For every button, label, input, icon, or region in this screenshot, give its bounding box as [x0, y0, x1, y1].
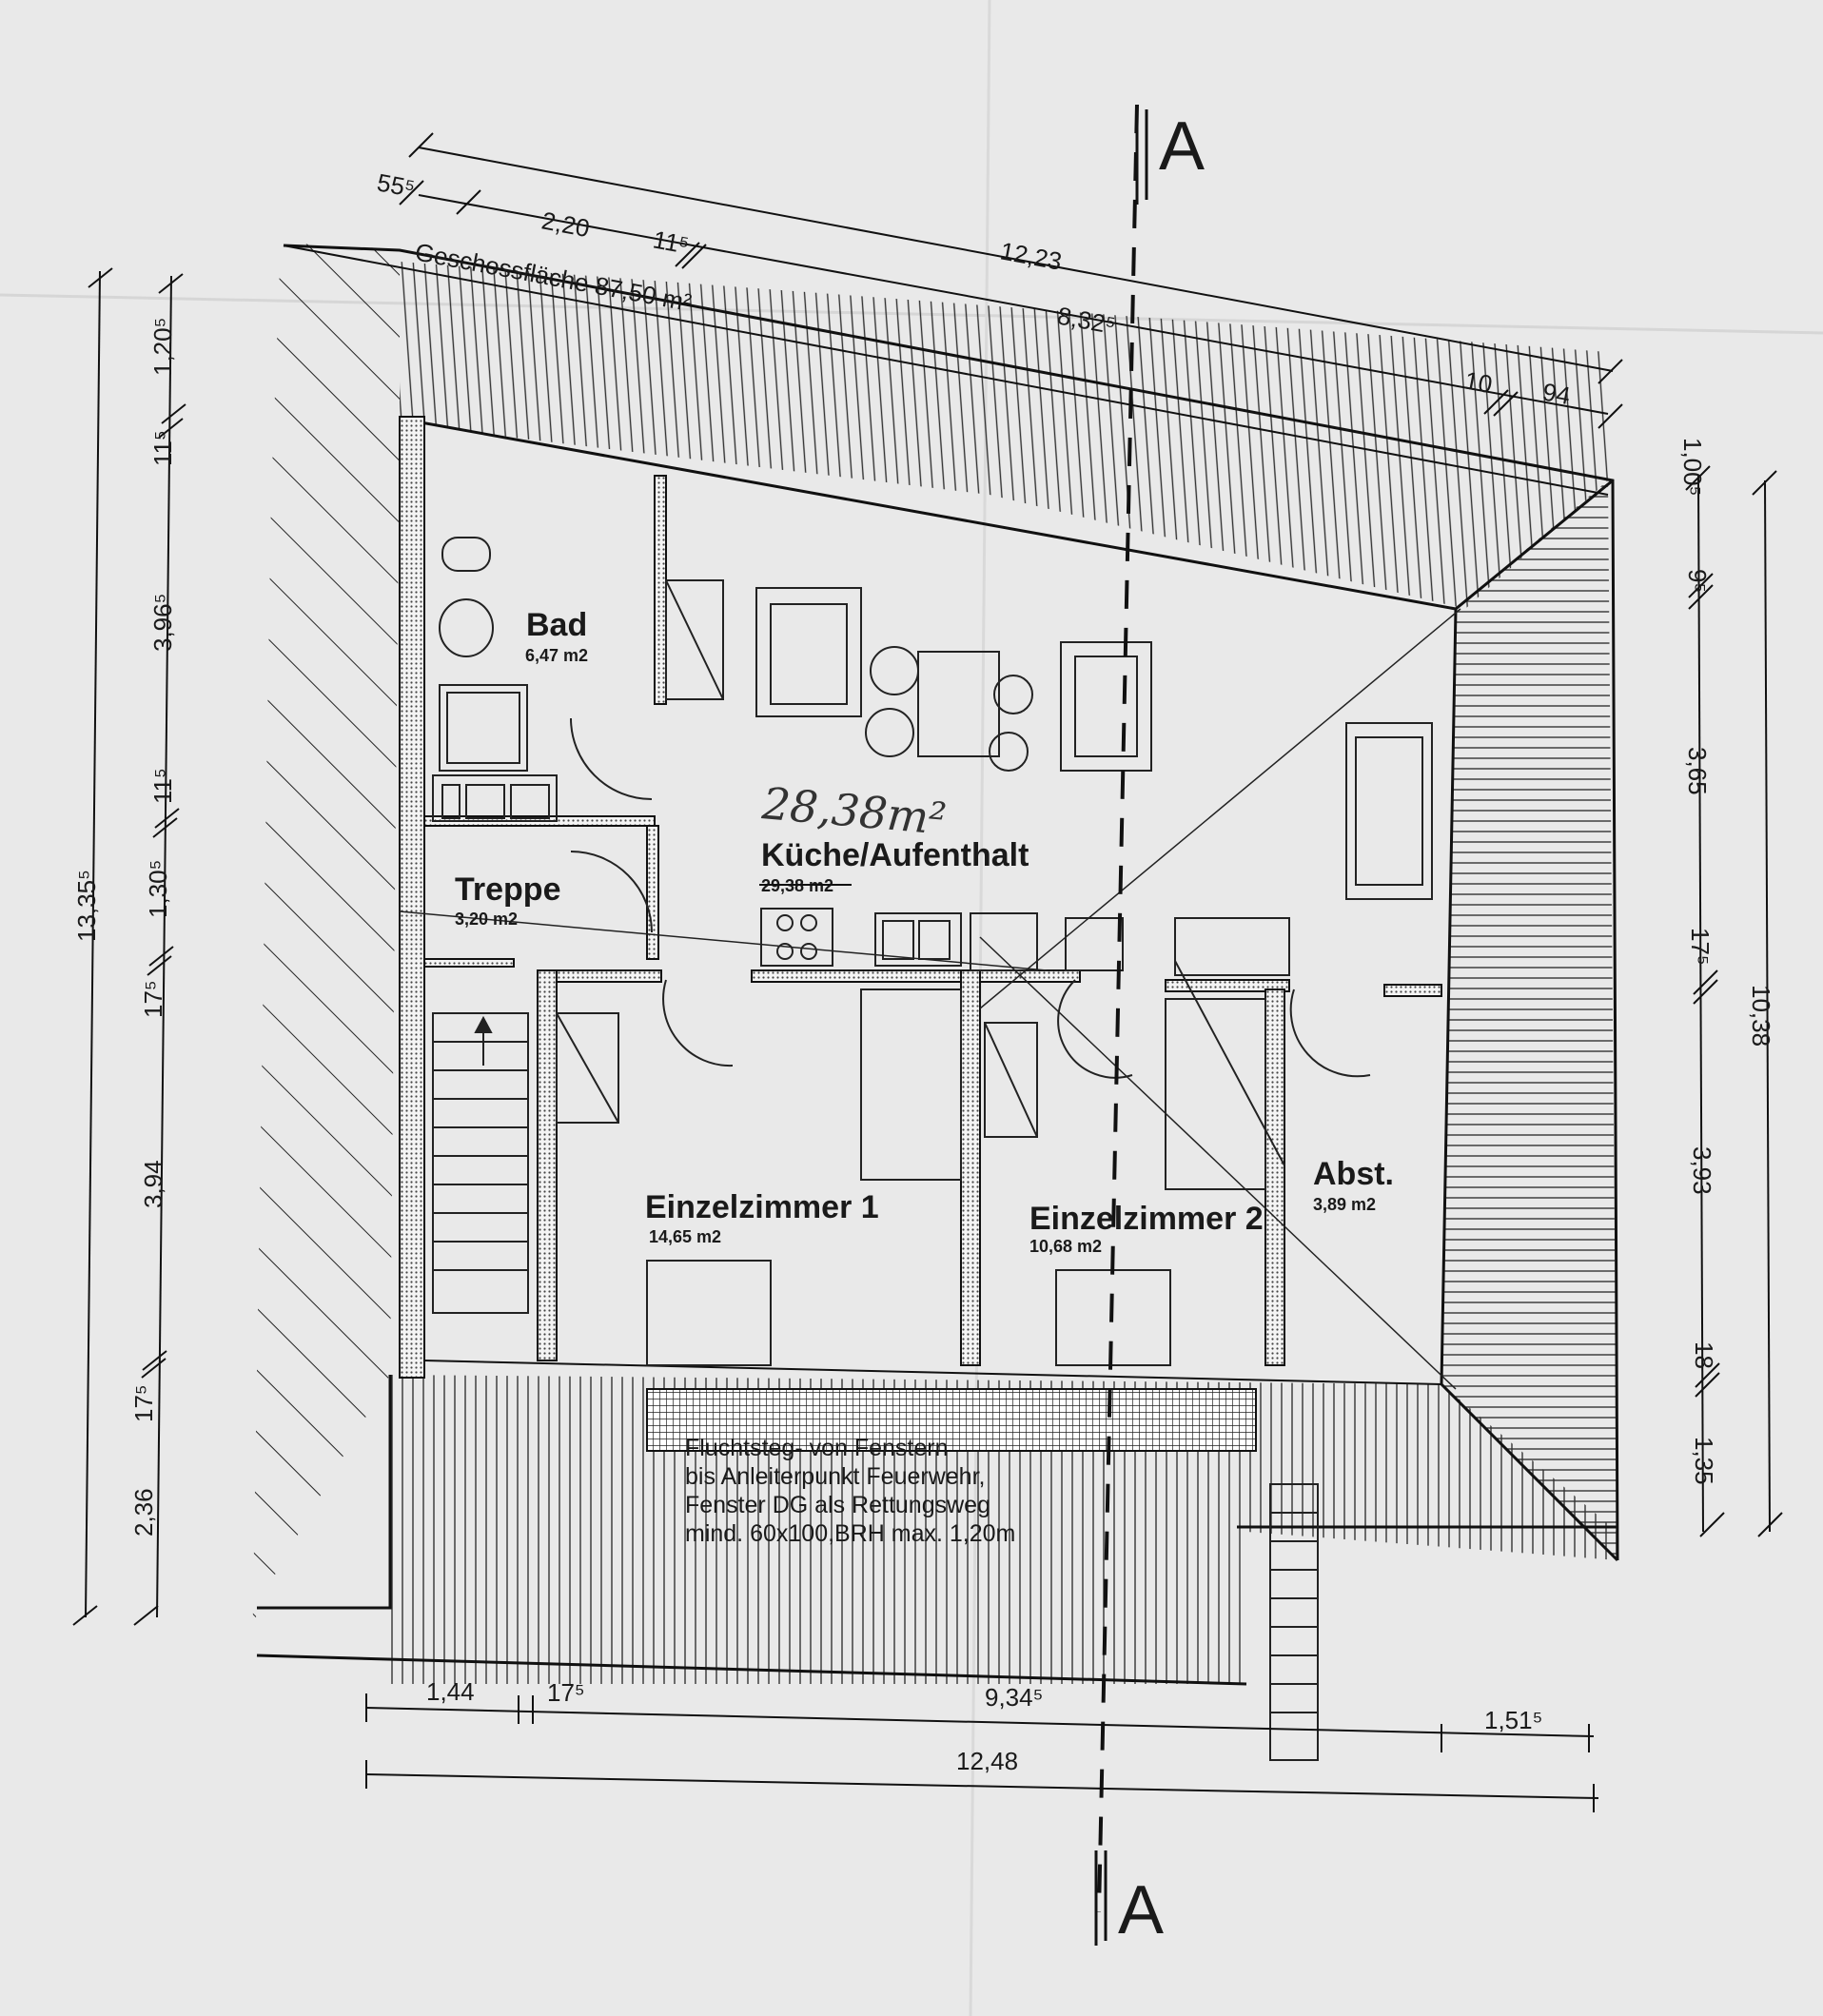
kitchen-furniture	[665, 579, 1433, 976]
svg-text:9,34⁵: 9,34⁵	[985, 1683, 1043, 1712]
right-dimension-texts: 1,00⁵ 9⁵ 3,65 17⁵ 3,93 18 1,35 10,38	[1678, 438, 1775, 1485]
right-dimensions	[1685, 465, 1783, 1537]
svg-text:11⁵: 11⁵	[651, 225, 692, 259]
svg-text:Bad: Bad	[526, 607, 587, 643]
escape-ladder	[1269, 1483, 1319, 1761]
room-label-einzelzimmer-2: Einzelzimmer 2 10,68 m2	[1029, 1201, 1264, 1256]
svg-text:3,65: 3,65	[1683, 747, 1712, 795]
svg-text:94: 94	[1540, 377, 1573, 410]
svg-text:Fluchtsteg- von Fenstern: Fluchtsteg- von Fenstern	[685, 1435, 949, 1461]
svg-text:Fenster DG als Rettungsweg: Fenster DG als Rettungsweg	[685, 1492, 990, 1518]
room-label-kueche: Küche/Aufenthalt 29,38 m2	[759, 837, 1029, 895]
svg-text:17⁵: 17⁵	[1686, 928, 1715, 966]
handwritten-area: 28,38m²	[759, 777, 949, 845]
stair-flight	[432, 1012, 529, 1314]
svg-text:3,89 m2: 3,89 m2	[1313, 1195, 1376, 1214]
section-marker-bottom: A	[1094, 1850, 1164, 1948]
door-swings	[570, 717, 1371, 1079]
escape-note: Fluchtsteg- von Fenstern bis Anleiterpun…	[685, 1435, 1015, 1547]
svg-text:3,96⁵: 3,96⁵	[148, 594, 177, 652]
svg-text:Küche/Aufenthalt: Küche/Aufenthalt	[761, 837, 1029, 873]
svg-text:10,38: 10,38	[1747, 985, 1775, 1047]
left-dimensions	[72, 267, 186, 1626]
svg-text:bis Anleiterpunkt Feuerwehr,: bis Anleiterpunkt Feuerwehr,	[685, 1463, 985, 1490]
bedroom-furniture	[556, 960, 1285, 1366]
svg-text:17⁵: 17⁵	[129, 1384, 158, 1422]
svg-text:17⁵: 17⁵	[547, 1678, 585, 1707]
svg-text:11⁵: 11⁵	[148, 430, 177, 466]
svg-text:3,20 m2: 3,20 m2	[455, 910, 518, 929]
svg-text:3,93: 3,93	[1688, 1146, 1716, 1195]
bathroom-fixtures	[432, 537, 558, 822]
section-marker-top: A	[1135, 105, 1205, 205]
svg-text:2,20: 2,20	[539, 206, 592, 243]
svg-text:9⁵: 9⁵	[1683, 569, 1712, 593]
roof-hatching	[252, 243, 1617, 1684]
construction-lines	[399, 608, 1461, 1390]
svg-text:10: 10	[1462, 365, 1495, 399]
svg-text:mind. 60x100,BRH max. 1,20m: mind. 60x100,BRH max. 1,20m	[685, 1520, 1015, 1547]
svg-text:1,44: 1,44	[426, 1677, 475, 1706]
svg-text:14,65 m2: 14,65 m2	[649, 1227, 721, 1246]
svg-text:17⁵: 17⁵	[139, 980, 167, 1018]
room-label-abst: Abst. 3,89 m2	[1313, 1156, 1394, 1214]
svg-text:6,47 m2: 6,47 m2	[525, 646, 588, 665]
svg-text:A: A	[1159, 108, 1205, 185]
walls	[399, 416, 1442, 1385]
svg-text:1,20⁵: 1,20⁵	[148, 318, 177, 376]
svg-text:Treppe: Treppe	[455, 871, 560, 908]
svg-text:1,00⁵: 1,00⁵	[1678, 438, 1707, 496]
svg-text:18: 18	[1690, 1341, 1718, 1369]
svg-text:10,68 m2: 10,68 m2	[1029, 1237, 1102, 1256]
svg-text:1,30⁵: 1,30⁵	[144, 860, 172, 918]
bottom-dimension-texts: 1,44 17⁵ 9,34⁵ 1,51⁵ 12,48	[426, 1677, 1542, 1775]
svg-text:2,36: 2,36	[129, 1488, 158, 1536]
room-label-bad: Bad 6,47 m2	[525, 607, 588, 665]
svg-text:1,51⁵: 1,51⁵	[1484, 1706, 1542, 1734]
svg-text:55⁵: 55⁵	[375, 167, 418, 203]
svg-text:Abst.: Abst.	[1313, 1156, 1394, 1192]
svg-text:12,23: 12,23	[998, 236, 1064, 275]
svg-text:Einzelzimmer 2: Einzelzimmer 2	[1029, 1201, 1264, 1237]
svg-text:3,94: 3,94	[139, 1160, 167, 1208]
svg-text:A: A	[1118, 1872, 1164, 1948]
top-dimensions	[283, 132, 1623, 496]
svg-text:13,35⁵: 13,35⁵	[72, 870, 101, 942]
bottom-dimensions	[365, 1693, 1599, 1812]
room-label-treppe: Treppe 3,20 m2	[455, 871, 560, 929]
svg-text:Einzelzimmer 1: Einzelzimmer 1	[645, 1189, 879, 1225]
section-line	[1097, 104, 1139, 1913]
escape-walkway	[646, 1388, 1257, 1452]
roof-outline	[256, 244, 1619, 1686]
left-dimension-texts: 13,35⁵ 1,20⁵ 11⁵ 3,96⁵ 11⁵ 1,30⁵ 17⁵ 3,9…	[72, 318, 177, 1536]
svg-text:11⁵: 11⁵	[148, 768, 177, 804]
room-label-einzelzimmer-1: Einzelzimmer 1 14,65 m2	[645, 1189, 879, 1246]
svg-text:1,35: 1,35	[1690, 1437, 1718, 1485]
svg-text:12,48: 12,48	[956, 1747, 1018, 1775]
